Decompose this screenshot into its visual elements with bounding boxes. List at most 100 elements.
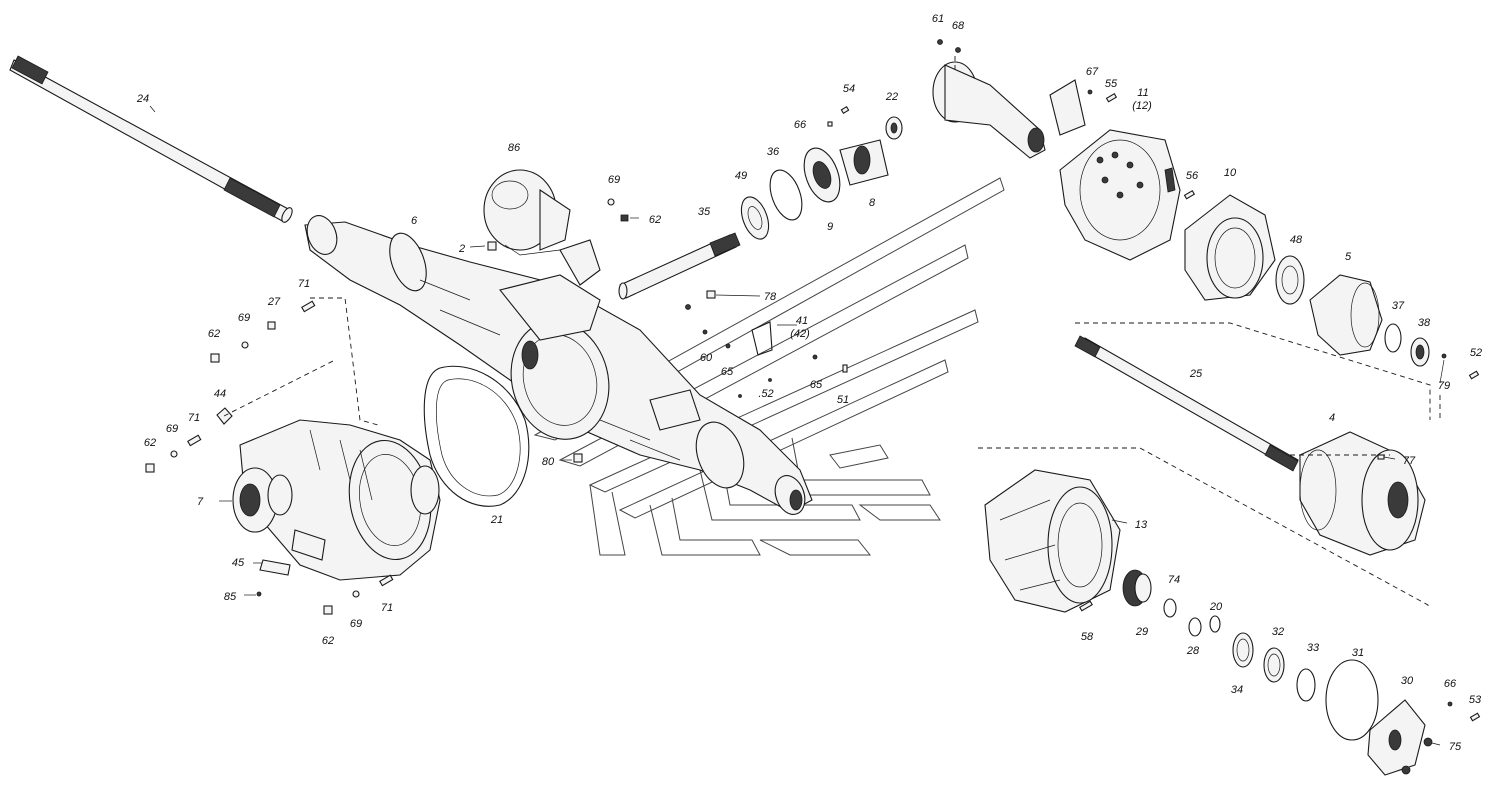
part-label-l69c: 69 xyxy=(166,423,178,435)
part-label-l31: 31 xyxy=(1352,647,1364,659)
brake-assembly-11[interactable] xyxy=(1049,79,1181,261)
part-label-l35: 35 xyxy=(698,206,711,218)
gasket-31[interactable] xyxy=(1325,659,1379,741)
fasteners xyxy=(145,39,1481,775)
part-label-l51: 51 xyxy=(837,394,849,406)
part-label-l42: (42) xyxy=(790,328,810,340)
part-label-l5: 5 xyxy=(1345,251,1352,263)
seal-9[interactable] xyxy=(797,143,846,207)
part-label-l55: 55 xyxy=(1105,78,1118,90)
part-label-l30: 30 xyxy=(1401,675,1414,687)
part-label-l75: 75 xyxy=(1449,741,1462,753)
part-label-l62a: 62 xyxy=(649,214,661,226)
part-label-l65b: 65 xyxy=(810,379,823,391)
washer-37[interactable] xyxy=(1384,323,1402,353)
snap-ring-20[interactable] xyxy=(1209,615,1221,633)
part-label-l33: 33 xyxy=(1307,642,1320,654)
part-label-l77: 77 xyxy=(1403,455,1416,467)
part-label-l10: 10 xyxy=(1224,167,1237,179)
part-label-l74: 74 xyxy=(1168,574,1180,586)
washer-28[interactable] xyxy=(1188,617,1202,637)
gasket-36[interactable] xyxy=(764,166,808,224)
part-label-l61: 61 xyxy=(932,13,944,25)
axle-housing[interactable] xyxy=(302,211,813,518)
bearing-49[interactable] xyxy=(736,193,774,243)
washer-34[interactable] xyxy=(1232,632,1254,668)
part-label-l20: 20 xyxy=(1209,601,1223,613)
part-label-l79: 79 xyxy=(1438,380,1450,392)
nut-22[interactable] xyxy=(885,116,903,140)
axle-shaft-25[interactable] xyxy=(1074,335,1299,472)
part-label-l69b: 69 xyxy=(238,312,250,324)
axle-shaft-24[interactable] xyxy=(9,55,294,224)
part-label-l65a: 65 xyxy=(721,366,734,378)
leader-lines xyxy=(149,105,1445,746)
part-label-l25: 25 xyxy=(1189,368,1203,380)
gear-29[interactable] xyxy=(1122,569,1152,607)
planetary-housing-4[interactable] xyxy=(1299,431,1426,556)
part-label-l67: 67 xyxy=(1086,66,1099,78)
part-label-l38: 38 xyxy=(1418,317,1431,329)
part-label-l8: 8 xyxy=(869,197,876,209)
snap-ring-74[interactable] xyxy=(1163,598,1177,618)
part-label-l45: 45 xyxy=(232,557,245,569)
part-label-l49: 49 xyxy=(735,170,747,182)
snap-ring-33[interactable] xyxy=(1296,668,1316,702)
nut-38[interactable] xyxy=(1410,337,1430,367)
part-label-l56: 56 xyxy=(1186,170,1199,182)
part-label-l12: (12) xyxy=(1132,100,1152,112)
gasket-21[interactable] xyxy=(423,365,530,507)
part-label-l13: 13 xyxy=(1135,519,1148,531)
part-label-l32: 32 xyxy=(1272,626,1284,638)
brake-drum-13[interactable] xyxy=(984,469,1121,613)
part-label-l28: 28 xyxy=(1186,645,1200,657)
part-label-l11: 11 xyxy=(1137,87,1148,99)
part-label-l62c: 62 xyxy=(144,437,156,449)
part-number-labels: 2486626962354936665422987841(42)606565.5… xyxy=(136,13,1482,753)
part-label-l85: 85 xyxy=(224,591,237,603)
brake-chamber-86[interactable] xyxy=(483,169,571,256)
part-label-l27: 27 xyxy=(267,296,281,308)
part-label-l71b: 71 xyxy=(188,412,200,424)
part-label-l52a: .52 xyxy=(758,388,773,400)
part-label-l66b: 66 xyxy=(1444,678,1457,690)
part-label-l62b: 62 xyxy=(208,328,220,340)
part-label-l24: 24 xyxy=(136,93,149,105)
part-label-l4: 4 xyxy=(1329,412,1335,424)
drive-shaft-35[interactable] xyxy=(618,232,741,300)
hub-10[interactable] xyxy=(1184,194,1276,301)
differential-carrier-7[interactable] xyxy=(232,419,441,581)
reference-lines xyxy=(223,55,1441,610)
part-label-l34: 34 xyxy=(1231,684,1243,696)
part-label-l54: 54 xyxy=(843,83,855,95)
part-label-l6: 6 xyxy=(411,215,418,227)
steering-knuckle[interactable] xyxy=(932,61,1046,159)
part-label-l71a: 71 xyxy=(298,278,310,290)
ring-gear-5[interactable] xyxy=(1309,274,1383,356)
part-label-l21: 21 xyxy=(490,514,503,526)
part-label-l44: 44 xyxy=(214,388,226,400)
part-label-l7: 7 xyxy=(197,496,204,508)
part-label-l9: 9 xyxy=(827,221,833,233)
cover-30[interactable] xyxy=(1367,699,1426,776)
part-label-l53: 53 xyxy=(1469,694,1482,706)
part-label-l41: 41 xyxy=(796,315,808,327)
part-label-l22: 22 xyxy=(885,91,898,103)
flange-8[interactable] xyxy=(839,139,889,186)
part-label-l66a: 66 xyxy=(794,119,807,131)
part-label-l29: 29 xyxy=(1135,626,1148,638)
bearing-48[interactable] xyxy=(1275,255,1305,305)
part-label-l69a: 69 xyxy=(608,174,620,186)
part-label-l68: 68 xyxy=(952,20,965,32)
part-label-l69d: 69 xyxy=(350,618,362,630)
part-label-l62d: 62 xyxy=(322,635,334,647)
part-label-l52b: 52 xyxy=(1470,347,1482,359)
part-label-l36: 36 xyxy=(767,146,780,158)
washer-32[interactable] xyxy=(1263,647,1285,683)
part-label-l60: 60 xyxy=(700,352,713,364)
part-label-l2: 2 xyxy=(458,243,465,255)
part-label-l58: 58 xyxy=(1081,631,1094,643)
part-label-l80: 80 xyxy=(542,456,555,468)
